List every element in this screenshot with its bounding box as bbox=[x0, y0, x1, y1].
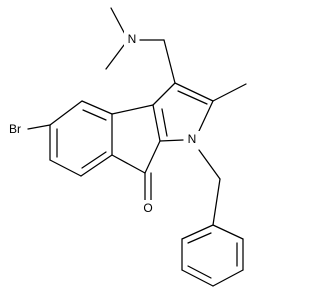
bond-c9a-c3a bbox=[152, 104, 161, 142]
bond-ph6-ph1 bbox=[181, 224, 214, 240]
bond-ph4-ph5 bbox=[181, 269, 214, 287]
bond-c4a-c5 bbox=[81, 100, 113, 115]
bond-ph3-ph4 bbox=[212, 269, 244, 287]
bond-c8-c8a-inner bbox=[81, 151, 107, 169]
bond-c9a-c3a-inner bbox=[161, 108, 168, 137]
bond-c3a-c4a bbox=[111, 104, 154, 115]
bond-c8-c8a bbox=[80, 154, 113, 177]
bond-c3-c2 bbox=[174, 82, 214, 102]
structure-drawing: N N O Br bbox=[9, 7, 247, 287]
bond-c3-c2-inner bbox=[177, 90, 208, 105]
bond-ch2-phenyl bbox=[212, 178, 221, 226]
bond-ph4-ph5-inner bbox=[187, 265, 212, 279]
bond-me2-n bbox=[105, 44, 125, 70]
bond-c2-n1 bbox=[198, 100, 214, 132]
bond-ph6-ph1-inner bbox=[187, 232, 212, 244]
bond-c9-c9a bbox=[144, 140, 161, 174]
bond-c2-methyl bbox=[212, 83, 247, 102]
bond-c3a-c3 bbox=[152, 82, 176, 106]
amine-nitrogen-label: N bbox=[128, 32, 137, 46]
bond-ch2-c3 bbox=[163, 39, 176, 84]
bond-c4a-c5-inner bbox=[82, 109, 107, 121]
bond-c8a-c9 bbox=[111, 154, 146, 174]
bond-c6-br bbox=[27, 124, 51, 130]
bond-n1-c9a bbox=[159, 139, 184, 142]
bond-ph1-ph2 bbox=[212, 224, 244, 240]
bond-c5-c6 bbox=[49, 100, 83, 126]
bond-n1-ch2 bbox=[198, 149, 221, 180]
ring-nitrogen-label: N bbox=[188, 132, 197, 146]
chemical-structure: N N O Br bbox=[9, 7, 247, 287]
carbonyl-oxygen-label: O bbox=[143, 201, 152, 215]
bond-c7-c8 bbox=[49, 159, 82, 177]
bromine-label: Br bbox=[9, 122, 21, 136]
